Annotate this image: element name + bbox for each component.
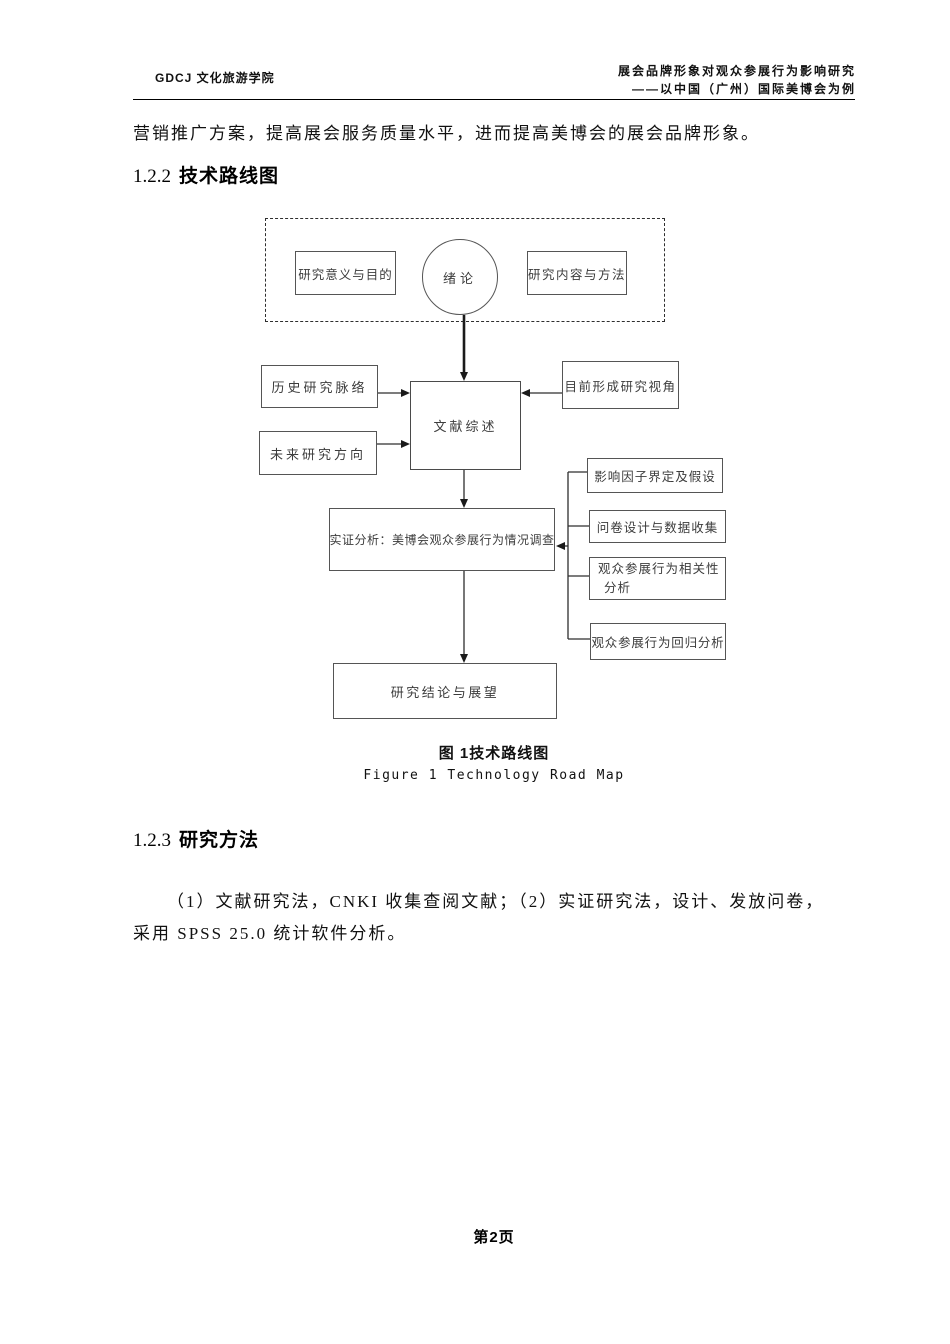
correlation-line2: 分析 [604,580,632,595]
header-running-title: 展会品牌形象对观众参展行为影响研究 ——以中国（广州）国际美博会为例 [420,62,856,98]
node-research-content-method: 研究内容与方法 [527,251,627,295]
node-questionnaire-design: 问卷设计与数据收集 [589,510,726,543]
intro-paragraph: 营销推广方案，提高展会服务质量水平，进而提高美博会的展会品牌形象。 [133,124,760,143]
page-number-footer: 第2页 [473,1229,515,1246]
method-paragraph-line2: 采用 SPSS 25.0 统计软件分析。 [133,924,407,943]
technology-roadmap-diagram: 研究意义与目的 绪论 研究内容与方法 历史研究脉络 文献综述 目前形成研究视角 … [0,210,950,740]
header-school-name: GDCJ 文化旅游学院 [155,71,275,85]
node-correlation-analysis: 观众参展行为相关性 分析 [589,557,726,600]
section-heading-technical-roadmap: 1.2.2 技术路线图 [133,161,279,188]
node-research-significance: 研究意义与目的 [295,251,396,295]
header-title-line2: ——以中国（广州）国际美博会为例 [631,82,856,96]
correlation-line1: 观众参展行为相关性 [598,561,720,576]
section-number: 1.2.2 [133,166,171,187]
header-title-line1: 展会品牌形象对观众参展行为影响研究 [617,64,856,78]
section-number: 1.2.3 [133,830,171,851]
node-current-perspective: 目前形成研究视角 [562,361,679,409]
node-future-direction: 未来研究方向 [259,431,377,475]
node-factor-definition: 影响因子界定及假设 [587,458,723,493]
figure-caption-zh: 图 1技术路线图 [438,745,550,762]
node-historical-research: 历史研究脉络 [261,365,378,408]
section-title: 研究方法 [179,830,260,851]
node-empirical-analysis: 实证分析：美博会观众参展行为情况调查 [329,508,555,571]
figure-caption-en: Figure 1 Technology Road Map [363,768,625,783]
section-heading-research-method: 1.2.3 研究方法 [133,825,259,852]
section-title: 技术路线图 [179,166,280,187]
node-regression-analysis: 观众参展行为回归分析 [590,623,726,660]
method-paragraph-line1: （1）文献研究法，CNKI 收集查阅文献；（2）实证研究法，设计、发放问卷， [167,892,825,911]
node-conclusion-outlook: 研究结论与展望 [333,663,557,719]
node-literature-review: 文献综述 [410,381,521,470]
header-divider [133,99,855,100]
node-introduction-circle: 绪论 [422,239,498,315]
